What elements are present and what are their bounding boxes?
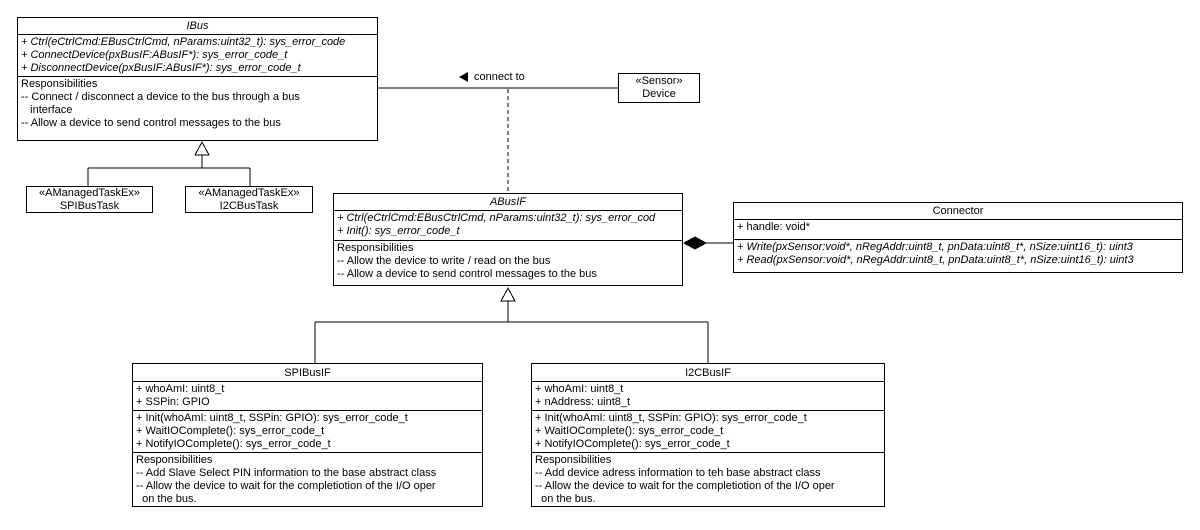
class-i2cbusif-title: I2CBusIF [532, 364, 884, 382]
attribute-row: + SSPin: GPIO [136, 396, 210, 408]
class-i2cbusif-attributes: + whoAmI: uint8_t + nAddress: uint8_t [532, 382, 884, 411]
responsibility-row: -- Allow the device to wait for the comp… [136, 480, 436, 492]
class-connector[interactable]: Connector + handle: void* + Write(pxSens… [733, 202, 1183, 273]
responsibility-row: on the bus. [136, 493, 197, 505]
responsibilities-header: Responsibilities [337, 242, 414, 254]
connect-to-label: connect to [459, 71, 525, 83]
class-device-title: Device [642, 88, 676, 100]
class-i2cbustask[interactable]: «AManagedTaskEx» I2CBusTask [185, 186, 313, 213]
responsibilities-header: Responsibilities [136, 454, 213, 466]
class-abusif-methods: + Ctrl(eCtrlCmd:EBusCtrlCmd, nParams:uin… [334, 211, 682, 241]
association-direction-icon [459, 72, 468, 82]
class-abusif[interactable]: ABusIF + Ctrl(eCtrlCmd:EBusCtrlCmd, nPar… [333, 193, 683, 286]
responsibilities-header: Responsibilities [535, 454, 612, 466]
method-row: + ConnectDevice(pxBusIF:ABusIF*): sys_er… [21, 49, 288, 61]
connect-to-label-text: connect to [474, 71, 525, 83]
class-ibus-title: IBus [18, 18, 377, 35]
method-row: + Init(): sys_error_code_t [337, 225, 460, 237]
class-i2cbusif[interactable]: I2CBusIF + whoAmI: uint8_t + nAddress: u… [531, 363, 885, 507]
responsibility-row: -- Allow the device to write / read on t… [337, 255, 551, 267]
method-row: + Read(pxSensor:void*, nRegAddr:uint8_t,… [737, 254, 1134, 266]
responsibility-row: on the bus. [535, 493, 596, 505]
responsibilities-header: Responsibilities [21, 78, 98, 90]
class-connector-attributes: + handle: void* [734, 220, 1182, 240]
responsibility-row: interface [21, 104, 73, 116]
class-device[interactable]: «Sensor» Device [618, 73, 700, 103]
method-row: + DisconnectDevice(pxBusIF:ABusIF*): sys… [21, 62, 301, 74]
class-ibus-responsibilities: Responsibilities -- Connect / disconnect… [18, 77, 377, 140]
composition-diamond-icon [682, 236, 708, 250]
class-i2cbusif-methods: + Init(whoAmI: uint8_t, SSPin: GPIO): sy… [532, 411, 884, 453]
class-connector-methods: + Write(pxSensor:void*, nRegAddr:uint8_t… [734, 240, 1182, 272]
attribute-row: + nAddress: uint8_t [535, 396, 631, 408]
class-spibusif-title: SPIBusIF [133, 364, 482, 382]
method-row: + Ctrl(eCtrlCmd:EBusCtrlCmd, nParams:uin… [21, 36, 346, 48]
method-row: + WaitIOComplete(): sys_error_code_t [535, 425, 724, 437]
generalization-arrow-icon [194, 140, 210, 156]
class-spibusif[interactable]: SPIBusIF + whoAmI: uint8_t + SSPin: GPIO… [132, 363, 483, 507]
class-spibusif-methods: + Init(whoAmI: uint8_t, SSPin: GPIO): sy… [133, 411, 482, 453]
class-i2cbustask-title: I2CBusTask [219, 199, 279, 212]
class-device-stereotype: «Sensor» [635, 75, 683, 87]
class-i2cbusif-responsibilities: Responsibilities -- Add device adress in… [532, 453, 884, 506]
responsibility-row: -- Connect / disconnect a device to the … [21, 91, 300, 103]
method-row: + Ctrl(eCtrlCmd:EBusCtrlCmd, nParams:uin… [337, 212, 656, 224]
class-ibus-methods: + Ctrl(eCtrlCmd:EBusCtrlCmd, nParams:uin… [18, 35, 377, 77]
class-connector-title: Connector [734, 203, 1182, 220]
class-abusif-responsibilities: Responsibilities -- Allow the device to … [334, 241, 682, 285]
class-abusif-title: ABusIF [334, 194, 682, 211]
class-ibus[interactable]: IBus + Ctrl(eCtrlCmd:EBusCtrlCmd, nParam… [17, 17, 378, 141]
class-spibusif-responsibilities: Responsibilities -- Add Slave Select PIN… [133, 453, 482, 506]
class-spibustask[interactable]: «AManagedTaskEx» SPIBusTask [26, 186, 153, 213]
class-spibusif-attributes: + whoAmI: uint8_t + SSPin: GPIO [133, 382, 482, 411]
responsibility-row: -- Allow the device to wait for the comp… [535, 480, 835, 492]
attribute-row: + whoAmI: uint8_t [136, 383, 225, 395]
attribute-row: + handle: void* [737, 221, 811, 233]
generalization-arrow-icon [500, 286, 516, 302]
edge-generalization-tasks-to-ibus [87, 155, 251, 186]
class-spibustask-title: SPIBusTask [59, 199, 120, 212]
class-i2cbustask-stereotype: «AManagedTaskEx» [198, 186, 300, 199]
method-row: + NotifyIOComplete(): sys_error_code_t [136, 438, 331, 450]
attribute-row: + whoAmI: uint8_t [535, 383, 624, 395]
method-row: + Write(pxSensor:void*, nRegAddr:uint8_t… [737, 241, 1133, 253]
method-row: + Init(whoAmI: uint8_t, SSPin: GPIO): sy… [136, 412, 408, 424]
edge-generalization-busif-to-abusif [314, 301, 709, 363]
responsibility-row: -- Allow a device to send control messag… [21, 117, 281, 129]
method-row: + NotifyIOComplete(): sys_error_code_t [535, 438, 730, 450]
responsibility-row: -- Add device adress information to teh … [535, 467, 821, 479]
responsibility-row: -- Allow a device to send control messag… [337, 268, 597, 280]
class-spibustask-stereotype: «AManagedTaskEx» [39, 186, 140, 199]
responsibility-row: -- Add Slave Select PIN information to t… [136, 467, 437, 479]
method-row: + Init(whoAmI: uint8_t, SSPin: GPIO): sy… [535, 412, 807, 424]
method-row: + WaitIOComplete(): sys_error_code_t [136, 425, 325, 437]
